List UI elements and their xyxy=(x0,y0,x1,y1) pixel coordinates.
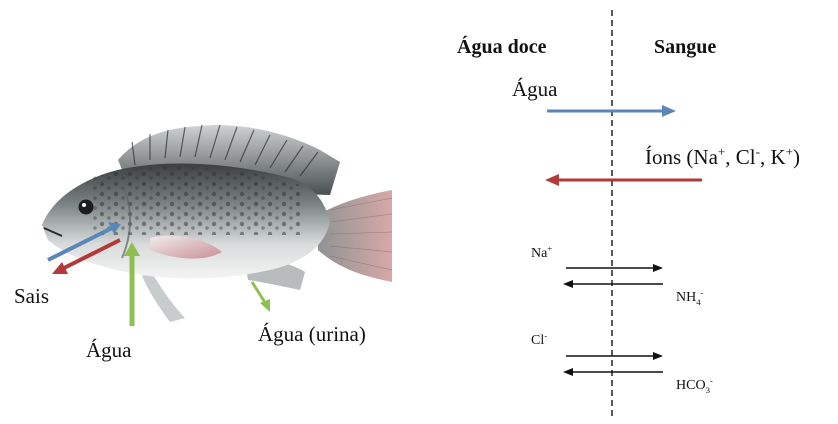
hco3-label: HCO3- xyxy=(676,379,713,393)
header-agua-doce: Água doce xyxy=(457,37,546,57)
na-nh4-exchange-arrows xyxy=(563,264,663,288)
ions-label: Íons (Na+, Cl-, K+) xyxy=(645,147,800,168)
urine-green-arrow xyxy=(252,282,270,312)
ions-red-arrow xyxy=(545,174,702,186)
cl-label: Cl- xyxy=(531,334,547,348)
water-label: Água xyxy=(512,79,558,100)
fish-eye xyxy=(79,200,94,215)
tail-fin xyxy=(318,190,392,282)
sais-label: Sais xyxy=(14,286,49,307)
agua-label: Água xyxy=(86,340,132,361)
nh4-label: NH4- xyxy=(676,291,703,305)
na-label: Na+ xyxy=(531,247,552,261)
agua-urina-label: Água (urina) xyxy=(258,324,366,345)
header-sangue: Sangue xyxy=(654,37,716,57)
cl-hco3-exchange-arrows xyxy=(563,352,663,376)
water-green-arrow xyxy=(124,242,140,326)
